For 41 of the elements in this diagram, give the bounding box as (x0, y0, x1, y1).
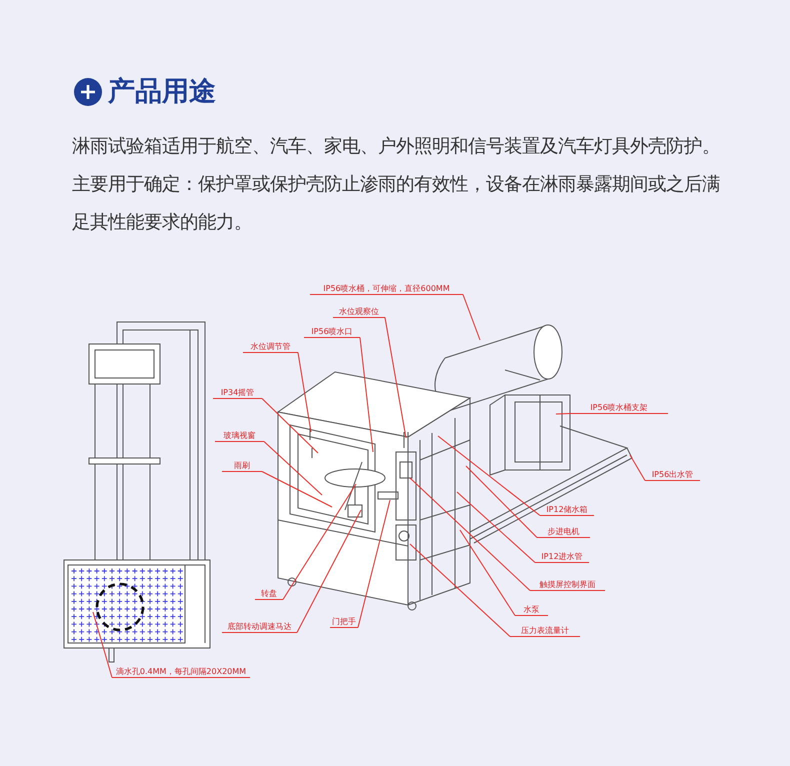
part-label: IP56喷水口 (304, 327, 360, 338)
leader-line (630, 454, 646, 481)
leader-line (438, 436, 540, 516)
leader-line (298, 352, 312, 432)
part-label: 玻璃视窗 (215, 431, 264, 442)
part-label: IP34摇管 (213, 388, 262, 399)
part-label: IP12储水箱 (540, 505, 594, 516)
leader-line (282, 484, 356, 600)
leader-line (462, 294, 480, 340)
part-label: 底部转动调速马达 (222, 622, 297, 633)
leader-line (92, 612, 112, 678)
leader-line (360, 337, 374, 452)
part-label: 滴水孔0.4MM，每孔间隔20X20MM (112, 667, 250, 678)
leader-line (556, 413, 570, 414)
description-text: 淋雨试验箱适用于航空、汽车、家电、户外照明和信号装置及汽车灯具外壳防护。 (72, 135, 721, 159)
part-label: 水位观察位 (333, 307, 385, 318)
leader-line (262, 398, 318, 454)
part-label: 转盘 (255, 589, 283, 600)
leader-line (264, 441, 322, 496)
leader-line (384, 317, 406, 438)
part-label: IP56喷水桶，可伸缩，直径600MM (310, 284, 463, 295)
part-label: IP56出水管 (645, 470, 700, 481)
description-text: 主要用于确定：保护罩或保护壳防止渗雨的有效性，设备在淋雨暴露期间或之后满足其性能要求的能力。 (72, 173, 721, 235)
part-label: 水位调节管 (243, 342, 298, 353)
part-label: IP56喷水桶支架 (570, 403, 668, 414)
part-label: 门把手 (330, 617, 358, 628)
leader-line (296, 510, 362, 633)
leader-line (410, 478, 530, 591)
leader-line (460, 530, 516, 616)
heading: 产品用途 (108, 75, 216, 109)
part-label: IP12进水管 (535, 552, 589, 563)
part-label: 压力表流量计 (510, 626, 580, 637)
part-label: 触摸屏控制界面 (530, 580, 605, 591)
leader-line (358, 500, 390, 628)
leader-line (410, 544, 510, 637)
part-label: 步进电机 (537, 527, 590, 538)
part-label: 水泵 (515, 605, 548, 616)
part-label: 雨刷 (222, 461, 262, 472)
leader-line (456, 492, 536, 563)
leader-line (262, 471, 332, 508)
leader-line (466, 466, 538, 538)
